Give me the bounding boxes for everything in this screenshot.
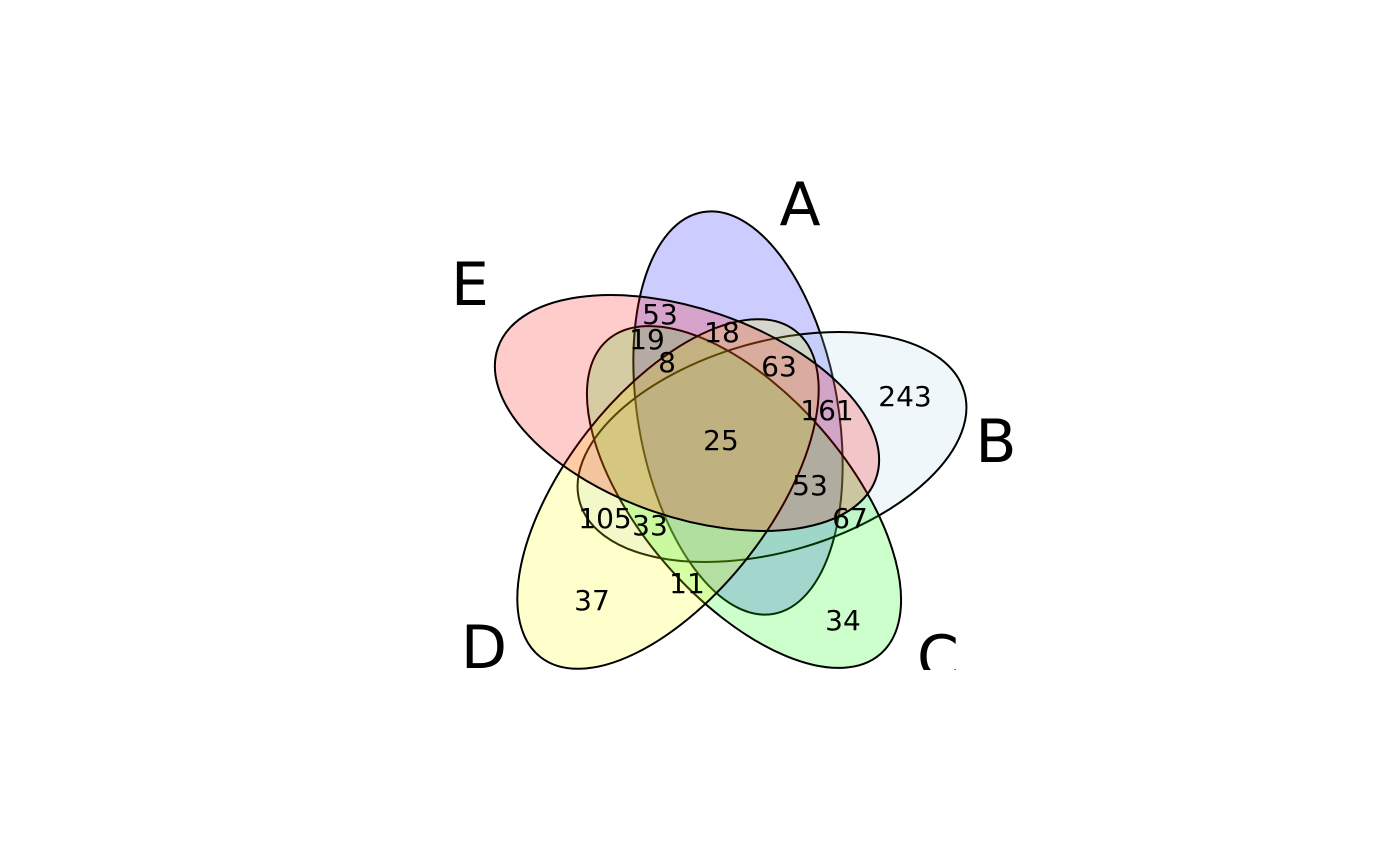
region-count: 18 <box>704 316 740 349</box>
region-count: 33 <box>632 509 668 542</box>
set-ellipse-d <box>516 318 820 670</box>
region-count: 8 <box>658 346 676 379</box>
set-ellipse-b <box>576 330 968 564</box>
venn-ellipses <box>493 210 968 670</box>
set-label-b: B <box>975 407 1016 477</box>
set-label-c: C <box>917 623 959 693</box>
region-count: 34 <box>825 604 861 637</box>
set-ellipse-a <box>632 210 844 616</box>
set-label-a: A <box>779 170 820 240</box>
set-label-e: E <box>451 250 489 320</box>
region-count: 161 <box>800 394 853 427</box>
set-label-d: D <box>461 613 507 683</box>
set-ellipse-e <box>493 294 881 532</box>
region-count: 67 <box>832 502 868 535</box>
region-count: 53 <box>642 298 678 331</box>
region-count: 19 <box>629 323 665 356</box>
region-count: 25 <box>703 424 739 457</box>
region-count: 11 <box>669 567 705 600</box>
set-ellipse-c <box>585 325 903 669</box>
region-count: 63 <box>761 350 797 383</box>
region-count: 243 <box>878 380 931 413</box>
region-count: 37 <box>574 584 610 617</box>
venn-set-labels: A B C D E <box>451 170 1017 693</box>
region-count: 105 <box>578 502 631 535</box>
region-count: 53 <box>792 469 828 502</box>
